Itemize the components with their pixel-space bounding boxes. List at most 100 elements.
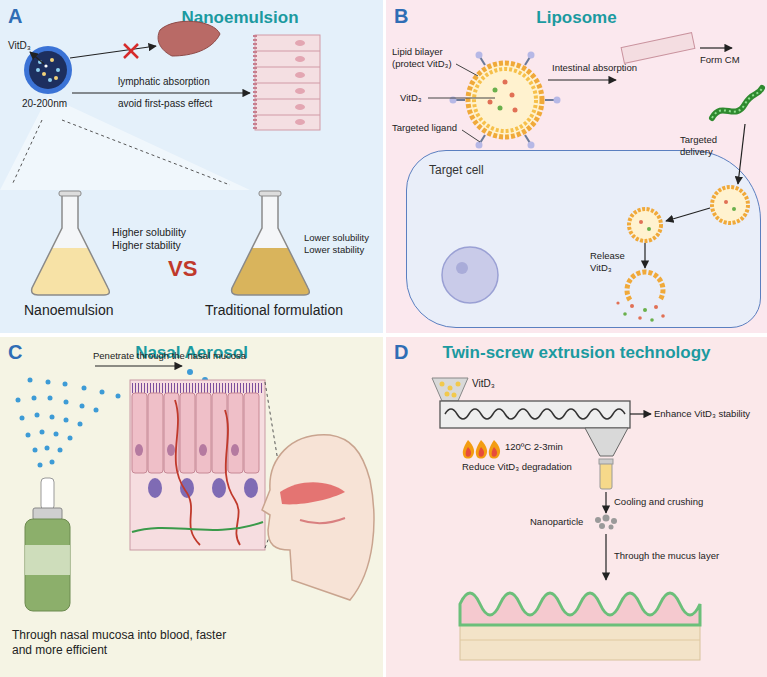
nanoparticles bbox=[611, 518, 617, 524]
nasal-mucosa bbox=[130, 380, 265, 550]
burst-liposome bbox=[616, 301, 619, 304]
spray-droplets bbox=[16, 369, 209, 468]
spray-droplets bbox=[173, 381, 179, 387]
panel-letter: B bbox=[394, 4, 408, 28]
spray-droplets bbox=[50, 460, 55, 465]
liposome bbox=[629, 209, 661, 241]
spray-droplets bbox=[100, 390, 105, 395]
spray-droplets bbox=[50, 415, 55, 420]
leader-line bbox=[30, 52, 44, 64]
flask bbox=[32, 191, 110, 295]
leader-line bbox=[462, 130, 480, 142]
size-label: 20-200nm bbox=[22, 98, 67, 110]
nanoparticles bbox=[609, 525, 614, 530]
spray-droplets bbox=[16, 398, 21, 403]
vial bbox=[599, 459, 613, 489]
nasal-mucosa bbox=[180, 478, 194, 498]
intestinal-wall bbox=[621, 33, 695, 64]
intestinal-wall bbox=[295, 72, 305, 78]
nanoemulsion-droplet bbox=[48, 78, 52, 82]
nasal-mucosa bbox=[167, 444, 175, 456]
nasal-mucosa bbox=[180, 393, 195, 473]
liposome bbox=[488, 100, 493, 105]
liposome bbox=[712, 187, 748, 223]
spray-droplets bbox=[202, 377, 208, 383]
extruder-barrel bbox=[440, 401, 630, 428]
nasal-mucosa bbox=[225, 410, 240, 545]
intestinal-wall bbox=[255, 35, 320, 130]
spray-droplets bbox=[94, 408, 99, 413]
chylomicron bbox=[712, 88, 762, 118]
comparison-label: VS bbox=[168, 256, 197, 283]
spray-droplets bbox=[63, 382, 68, 387]
liposome bbox=[528, 52, 535, 59]
cross-mark bbox=[124, 44, 138, 58]
liposome bbox=[476, 142, 483, 149]
spray-droplets bbox=[80, 404, 85, 409]
liposome bbox=[545, 99, 555, 101]
spray-droplets bbox=[28, 378, 33, 383]
spray-bottle bbox=[25, 545, 70, 575]
liposome bbox=[480, 135, 485, 143]
process-label: Targeted delivery bbox=[680, 134, 732, 157]
component-label: VitD₃ bbox=[472, 378, 495, 390]
liposome bbox=[467, 62, 543, 138]
mucus-layer bbox=[460, 593, 700, 625]
liposome bbox=[450, 97, 457, 104]
nanoemulsion-droplet bbox=[44, 64, 47, 67]
spray-droplets bbox=[68, 436, 73, 441]
nasal-mucosa bbox=[228, 393, 243, 473]
panel-letter: A bbox=[8, 4, 22, 28]
nanoparticles bbox=[595, 515, 617, 530]
spray-droplets bbox=[64, 418, 69, 423]
flame bbox=[489, 440, 500, 459]
intestinal-wall bbox=[295, 56, 305, 62]
intestinal-wall bbox=[255, 67, 320, 68]
burst-liposome bbox=[623, 312, 627, 316]
cross-mark bbox=[124, 44, 138, 58]
cell-label: Target cell bbox=[429, 163, 549, 177]
vial bbox=[600, 462, 612, 489]
liposome bbox=[525, 135, 530, 143]
nanoemulsion-droplet bbox=[24, 46, 72, 94]
flame bbox=[492, 447, 497, 457]
flame bbox=[479, 447, 484, 457]
nanoemulsion-droplet bbox=[24, 46, 72, 94]
nanoemulsion-droplet bbox=[29, 51, 67, 89]
nasal-mucosa bbox=[148, 478, 162, 498]
delivery-arrow bbox=[738, 124, 745, 184]
liposome bbox=[528, 142, 535, 149]
flask bbox=[232, 191, 310, 295]
spray-droplets bbox=[32, 396, 37, 401]
process-label: Release VitD₃ bbox=[590, 250, 635, 273]
intestinal-wall bbox=[255, 35, 320, 130]
hopper bbox=[445, 392, 450, 397]
nanoparticles bbox=[603, 515, 610, 522]
hopper bbox=[432, 378, 468, 401]
hopper bbox=[440, 382, 445, 387]
intestinal-wall bbox=[295, 40, 305, 46]
head-profile bbox=[280, 482, 345, 504]
intestinal-wall bbox=[295, 104, 305, 110]
liver bbox=[158, 21, 220, 56]
flame bbox=[476, 440, 487, 459]
flow-arrow bbox=[644, 243, 645, 268]
spray-droplets bbox=[116, 394, 121, 399]
extruder-barrel bbox=[440, 401, 630, 428]
spray-bottle bbox=[25, 478, 70, 611]
mucus-layer bbox=[460, 640, 700, 641]
condition-label: Reduce VitD₃ degradation bbox=[462, 461, 572, 473]
nasal-mucosa bbox=[164, 393, 179, 473]
nasal-mucosa bbox=[132, 383, 263, 393]
panel-band: LiposomeTarget cell bbox=[386, 0, 767, 333]
nasal-mucosa bbox=[244, 478, 258, 498]
nanoparticles bbox=[599, 523, 605, 529]
nasal-mucosa bbox=[212, 393, 227, 473]
burst-liposome bbox=[627, 272, 663, 300]
nasal-mucosa bbox=[199, 444, 207, 456]
nucleus bbox=[442, 247, 498, 303]
process-label: Form CM bbox=[700, 54, 740, 66]
process-label: Penetrate through the nasal mucosa bbox=[93, 350, 246, 362]
